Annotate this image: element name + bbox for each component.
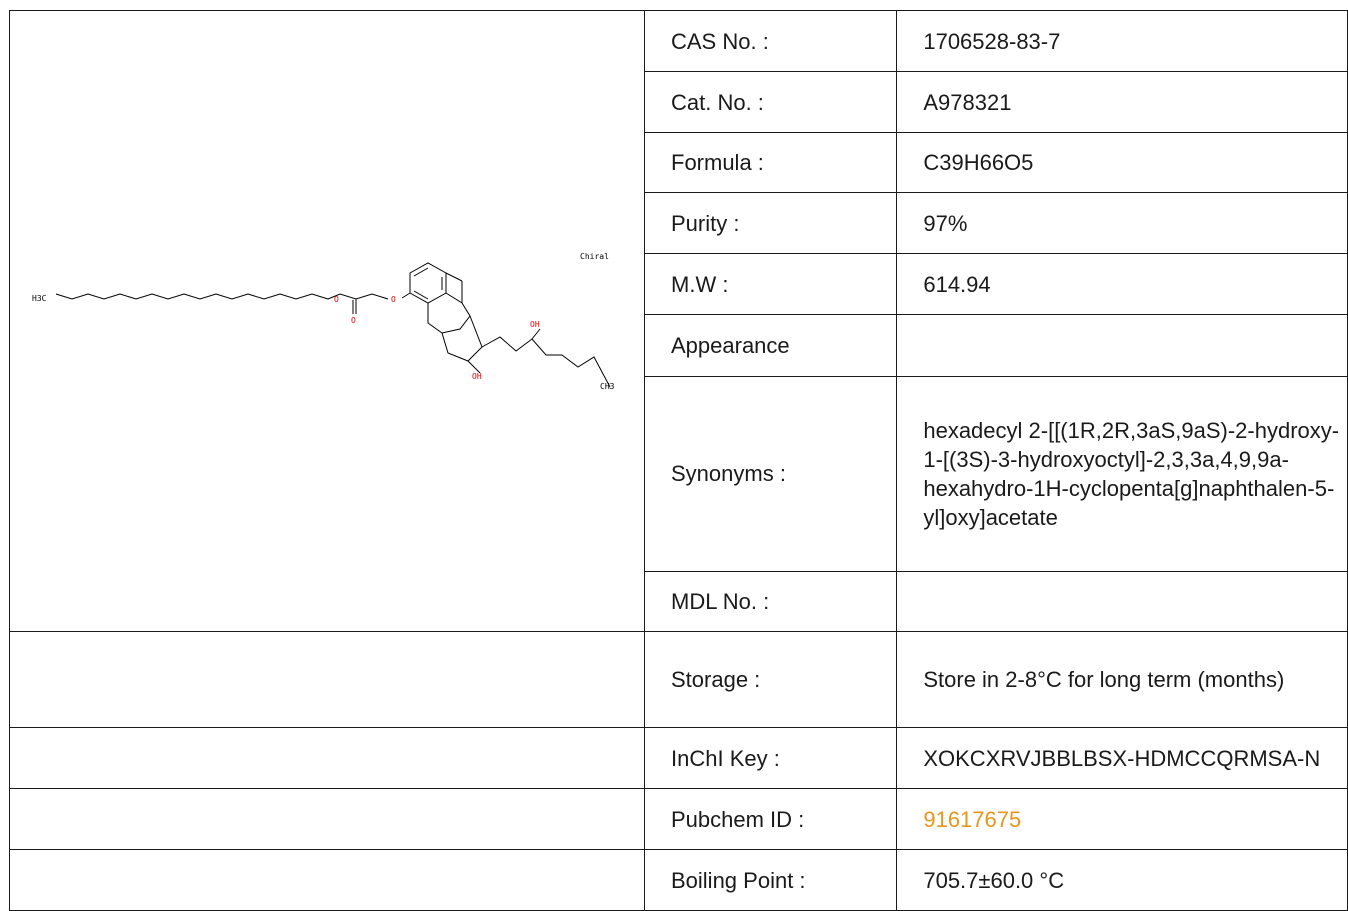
atom-o-ether: O — [391, 295, 396, 304]
row-cat: Cat. No. : A978321 — [10, 71, 1348, 134]
formula-value: C39H66O5 — [896, 132, 1348, 194]
mdl-value — [896, 570, 1348, 633]
pubchem-value-cell: 91617675 — [896, 788, 1348, 850]
empty-cell — [9, 788, 645, 850]
purity-value: 97% — [896, 192, 1348, 255]
empty-cell — [9, 849, 645, 911]
row-cas: H3C O O O OH OH CH3 Chiral CAS No. : 170… — [9, 9, 1348, 632]
cat-value: A978321 — [896, 71, 1348, 134]
appearance-label: Appearance — [643, 314, 898, 377]
cat-label: Cat. No. : — [643, 71, 898, 134]
row-formula: Formula : C39H66O5 — [10, 132, 1348, 194]
atom-oh-2: OH — [472, 372, 482, 381]
inchi-label: InChI Key : — [643, 727, 898, 789]
mw-value: 614.94 — [896, 253, 1348, 316]
atom-o-ester: O — [334, 295, 339, 304]
appearance-value — [896, 314, 1348, 377]
pubchem-link[interactable]: 91617675 — [923, 806, 1022, 832]
bp-value: 705.7±60.0 °C — [896, 849, 1348, 911]
mdl-label: MDL No. : — [643, 570, 898, 633]
atom-o-carbonyl: O — [351, 316, 356, 325]
bp-label: Boiling Point : — [643, 849, 898, 911]
inchi-value: XOKCXRVJBBLBSX-HDMCCQRMSA-N — [896, 727, 1348, 789]
atom-ch3: CH3 — [600, 382, 615, 391]
row-pubchem: Pubchem ID : 91617675 — [9, 788, 1348, 850]
purity-label: Purity : — [643, 192, 898, 255]
cas-label: CAS No. : — [643, 9, 898, 73]
chemical-structure-diagram: H3C O O O OH OH CH3 Chiral — [32, 252, 615, 391]
row-inchi: InChI Key : XOKCXRVJBBLBSX-HDMCCQRMSA-N — [9, 727, 1348, 789]
row-storage: Storage : Store in 2-8°C for long term (… — [9, 631, 1348, 728]
storage-value: Store in 2-8°C for long term (months) — [896, 631, 1348, 728]
row-boiling-point: Boiling Point : 705.7±60.0 °C — [9, 849, 1348, 911]
storage-label: Storage : — [643, 631, 898, 728]
formula-label: Formula : — [643, 132, 898, 194]
product-spec-table: H3C O O O OH OH CH3 Chiral CAS No. : 170… — [9, 9, 1348, 911]
row-purity: Purity : 97% — [10, 192, 1348, 255]
synonyms-label: Synonyms : — [643, 375, 898, 572]
row-mw: M.W : 614.94 — [10, 253, 1348, 316]
empty-cell — [9, 727, 645, 789]
row-mdl: MDL No. : — [10, 570, 1348, 633]
chiral-label: Chiral — [580, 252, 609, 261]
cas-value: 1706528-83-7 — [896, 9, 1348, 73]
atom-h3c: H3C — [32, 294, 47, 303]
row-appearance: Appearance — [10, 314, 1348, 377]
pubchem-label: Pubchem ID : — [643, 788, 898, 850]
structure-image-cell: H3C O O O OH OH CH3 Chiral — [9, 10, 645, 632]
synonyms-value: hexadecyl 2-[[(1R,2R,3aS,9aS)-2-hydroxy-… — [896, 375, 1348, 572]
row-synonyms: Synonyms : hexadecyl 2-[[(1R,2R,3aS,9aS)… — [10, 375, 1348, 572]
empty-cell — [9, 631, 645, 728]
atom-oh-1: OH — [530, 320, 540, 329]
mw-label: M.W : — [643, 253, 898, 316]
